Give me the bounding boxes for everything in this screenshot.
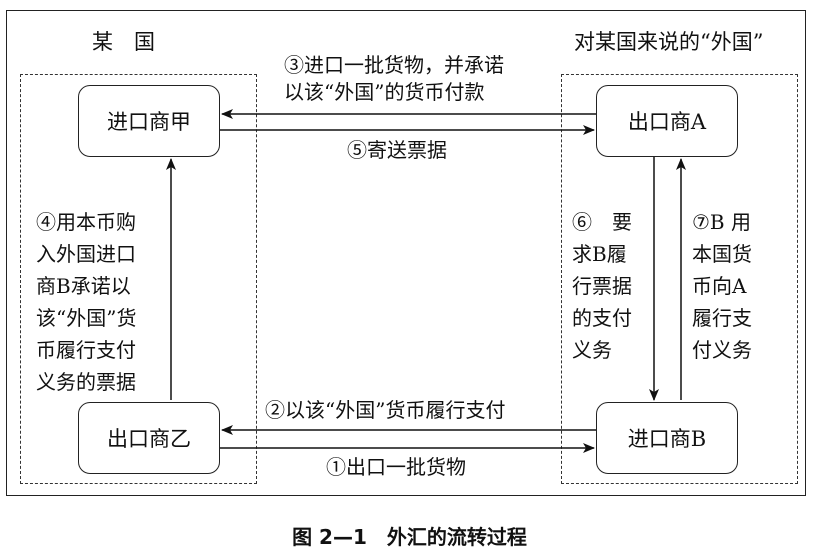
label-step6-line: 求B履 (572, 242, 627, 266)
label-step4: ④用本币购 入外国进口 商B承诺以 该“外国”货 币履行支付 义务的票据 (36, 206, 136, 398)
label-step6-line: 义务 (572, 338, 612, 362)
label-step6-line: 的支付 (572, 306, 632, 330)
label-step7-line: 付义务 (692, 338, 752, 362)
label-step4-line: 入外国进口 (36, 242, 136, 266)
node-importer-b: 进口商B (596, 402, 738, 474)
label-step7: ⑦B 用 本国货 币向A 履行支 付义务 (692, 206, 752, 366)
label-step6-line: ⑥ 要 (572, 210, 632, 234)
label-step3-line1: ③进口一批货物，并承诺 (284, 53, 504, 77)
label-step6: ⑥ 要 求B履 行票据 的支付 义务 (572, 206, 632, 366)
region-domestic-title: 某 国 (92, 30, 155, 54)
diagram-frame (6, 10, 806, 496)
label-step7-line: 币向A (692, 274, 747, 298)
region-foreign-title: 对某国来说的“外国” (574, 30, 764, 54)
label-step5: ⑤寄送票据 (347, 138, 447, 162)
label-step1: ①出口一批货物 (326, 455, 466, 479)
region-foreign (561, 74, 798, 484)
label-step4-line: 该“外国”货 (36, 306, 137, 330)
label-step4-line: 币履行支付 (36, 338, 136, 362)
figure-caption: 图 2—1 外汇的流转过程 (292, 525, 527, 549)
node-importer-jia: 进口商甲 (78, 85, 220, 157)
label-step4-line: 义务的票据 (36, 370, 136, 394)
node-exporter-yi: 出口商乙 (78, 402, 220, 474)
label-step3-line2: 以该“外国”的货币付款 (284, 80, 485, 104)
node-exporter-a: 出口商A (596, 85, 738, 157)
label-step4-line: 商B承诺以 (36, 274, 131, 298)
label-step2: ②以该“外国”货币履行支付 (265, 398, 506, 422)
label-step7-line: 本国货 (692, 242, 752, 266)
label-step7-line: 履行支 (692, 306, 752, 330)
label-step7-line: ⑦B 用 (692, 210, 751, 234)
region-domestic (20, 74, 257, 484)
label-step6-line: 行票据 (572, 274, 632, 298)
label-step4-line: ④用本币购 (36, 210, 136, 234)
